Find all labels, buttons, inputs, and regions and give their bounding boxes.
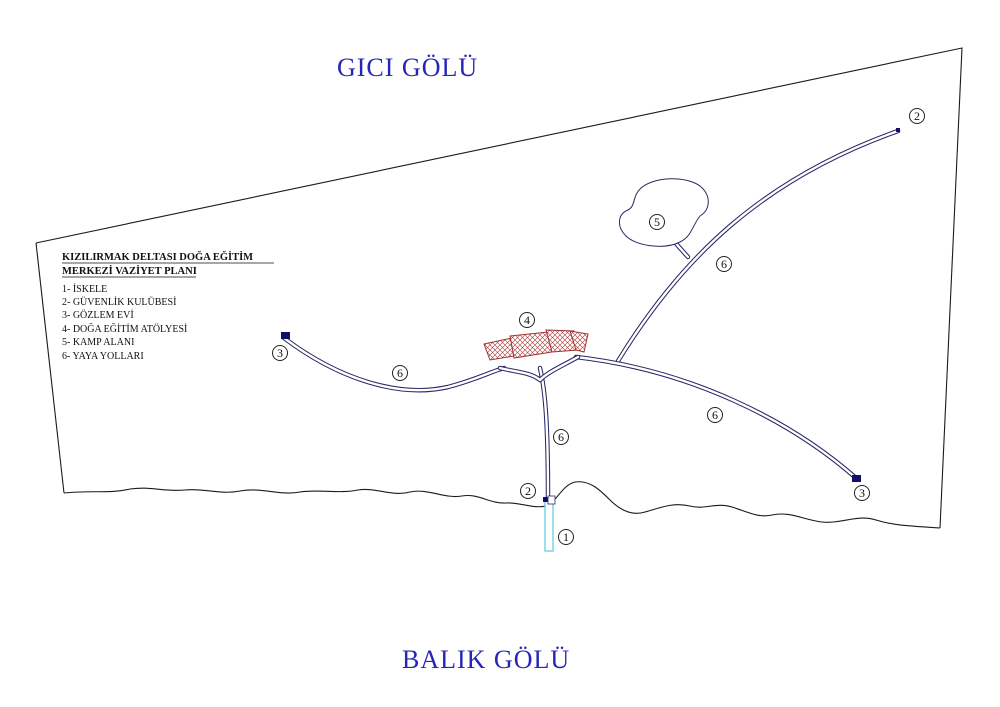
marker-pier: 1 xyxy=(558,529,574,545)
legend-title-line2: MERKEZİ VAZİYET PLANI xyxy=(62,265,197,277)
south-lake-label: BALIK GÖLÜ xyxy=(402,645,570,674)
marker-guard-south: 2 xyxy=(520,483,536,499)
svg-text:6: 6 xyxy=(721,257,727,271)
svg-text:2: 2 xyxy=(914,109,920,123)
legend-item: 3- GÖZLEM EVİ xyxy=(62,309,134,321)
legend: KIZILIRMAK DELTASI DOĞA EĞİTİM MERKEZİ V… xyxy=(62,250,274,362)
camp-area xyxy=(619,178,709,247)
site-boundary xyxy=(35,47,963,529)
legend-item: 5- KAMP ALANI xyxy=(62,337,134,348)
svg-text:3: 3 xyxy=(859,486,865,500)
path-west xyxy=(281,335,507,393)
svg-text:6: 6 xyxy=(397,366,403,380)
legend-item: 1- İSKELE xyxy=(62,283,107,295)
observation-house-east xyxy=(852,475,861,482)
svg-text:4: 4 xyxy=(524,313,530,327)
workshop xyxy=(483,329,589,361)
path-northeast xyxy=(615,128,901,364)
marker-path-southeast: 6 xyxy=(707,407,723,423)
guard-booth-frame xyxy=(547,495,556,505)
svg-text:3: 3 xyxy=(277,346,283,360)
svg-text:6: 6 xyxy=(712,408,718,422)
legend-title-line1: KIZILIRMAK DELTASI DOĞA EĞİTİM xyxy=(62,250,253,263)
legend-item: 6- YAYA YOLLARI xyxy=(62,351,144,362)
marker-path-south: 6 xyxy=(553,429,569,445)
guard-booth-south xyxy=(543,497,548,502)
guard-booth-north xyxy=(896,128,900,132)
marker-path-west: 6 xyxy=(392,365,408,381)
legend-item: 4- DOĞA EĞİTİM ATÖLYESİ xyxy=(62,323,187,335)
marker-camp: 5 xyxy=(649,214,665,230)
observation-house-west xyxy=(281,332,290,339)
marker-guard-north: 2 xyxy=(909,108,925,124)
svg-text:5: 5 xyxy=(654,215,660,229)
svg-text:1: 1 xyxy=(563,530,569,544)
marker-workshop: 4 xyxy=(519,312,535,328)
path-southeast xyxy=(573,354,859,481)
marker-observation-east: 3 xyxy=(854,485,870,501)
shoreline xyxy=(63,481,941,529)
svg-text:6: 6 xyxy=(558,430,564,444)
legend-item: 2- GÜVENLİK KULÜBESİ xyxy=(62,296,176,308)
north-lake-label: GICI GÖLÜ xyxy=(337,53,478,82)
marker-observation-west: 3 xyxy=(272,345,288,361)
paths xyxy=(281,128,901,501)
svg-text:2: 2 xyxy=(525,484,531,498)
pier xyxy=(544,499,554,552)
path-south xyxy=(537,365,551,501)
marker-path-northeast: 6 xyxy=(716,256,732,272)
